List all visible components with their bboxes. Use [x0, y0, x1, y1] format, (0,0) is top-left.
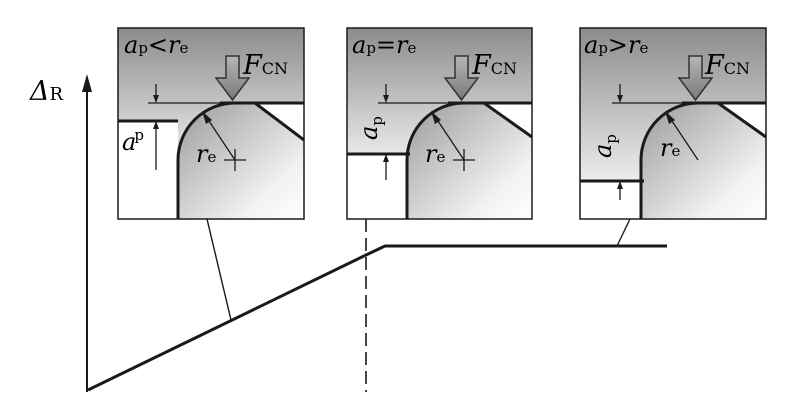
- panel-ap-greater-than-re: ap>re FCN ap re: [579, 27, 767, 220]
- condition-r: r: [396, 31, 409, 59]
- depth-arrowhead-top: [153, 95, 159, 103]
- depth-arrowhead-bottom: [383, 154, 389, 162]
- radius-arrow: [208, 120, 236, 161]
- condition-a: a: [124, 31, 138, 59]
- condition-a-sub: p: [366, 39, 376, 57]
- force-arrow: [677, 55, 714, 102]
- condition-r-sub: e: [408, 39, 417, 57]
- force-arrow: [443, 55, 480, 102]
- condition-label: ap>re: [584, 31, 649, 59]
- force-symbol: F: [242, 50, 263, 81]
- depth-label: ap: [589, 134, 620, 158]
- condition-a: a: [584, 31, 598, 59]
- depth-label: ap: [355, 116, 386, 140]
- y-axis-symbol: Δ: [29, 76, 50, 107]
- depth-arrowhead-bottom: [153, 121, 159, 129]
- condition-a-sub: p: [138, 39, 148, 57]
- force-sub: CN: [262, 59, 288, 78]
- workpiece-region: [347, 28, 532, 160]
- depth-sub: p: [368, 116, 386, 126]
- condition-a-sub: p: [598, 39, 608, 57]
- radius-sub: e: [671, 142, 680, 160]
- radius-sub: e: [436, 148, 445, 166]
- condition-relation: <: [148, 31, 168, 59]
- panel-frame: [117, 27, 305, 220]
- condition-r-sub: e: [640, 39, 649, 57]
- force-sub: CN: [491, 59, 517, 78]
- y-axis-arrowhead: [82, 74, 92, 92]
- radius-sub: e: [207, 148, 216, 166]
- y-axis-subscript: R: [50, 84, 64, 105]
- condition-relation: =: [376, 31, 396, 59]
- panel-frame: [346, 27, 533, 220]
- tool-region: [641, 103, 766, 219]
- condition-label: ap=re: [352, 31, 417, 59]
- panel-ap-equal-re: ap=re FCN ap re: [346, 27, 533, 220]
- force-label: FCN: [704, 50, 750, 81]
- condition-r: r: [168, 31, 181, 59]
- radius-arrow: [671, 120, 699, 161]
- depth-symbol: a: [355, 126, 383, 140]
- depth-sub: p: [602, 134, 620, 144]
- depth-arrowhead-top: [617, 95, 623, 103]
- condition-relation: >: [608, 31, 628, 59]
- force-label: FCN: [471, 50, 517, 81]
- leader-line-greater: [616, 218, 631, 247]
- depth-sub: p: [134, 126, 144, 144]
- depth-symbol: a: [122, 128, 136, 156]
- condition-a: a: [352, 31, 366, 59]
- radius-symbol: r: [196, 140, 209, 168]
- leader-line-less: [206, 218, 232, 321]
- radius-label: re: [660, 134, 680, 162]
- panel-frame: [579, 27, 767, 220]
- radius-arrowhead: [202, 111, 212, 124]
- force-symbol: F: [704, 50, 725, 81]
- radius-label: re: [196, 140, 216, 168]
- depth-label: ap: [122, 126, 144, 156]
- force-label: FCN: [242, 50, 288, 81]
- radius-symbol: r: [425, 140, 438, 168]
- condition-r: r: [628, 31, 641, 59]
- force-arrow: [214, 55, 251, 102]
- radius-arrow: [437, 120, 465, 161]
- depth-arrowhead-top: [383, 95, 389, 103]
- tool-region: [178, 103, 304, 219]
- deviation-curve: [87, 244, 667, 392]
- main-graph: ΔR: [29, 74, 667, 392]
- force-sub: CN: [724, 59, 750, 78]
- radius-label: re: [425, 140, 445, 168]
- radius-arrowhead: [665, 111, 675, 124]
- depth-symbol: a: [589, 144, 617, 158]
- condition-r-sub: e: [180, 39, 189, 57]
- force-symbol: F: [471, 50, 492, 81]
- condition-label: ap<re: [124, 31, 189, 59]
- depth-arrowhead-bottom: [617, 181, 623, 189]
- y-axis-label: ΔR: [29, 76, 64, 107]
- radius-symbol: r: [660, 134, 673, 162]
- workpiece-region: [580, 28, 766, 181]
- panel-ap-less-than-re: ap<re FCN ap re: [117, 27, 305, 220]
- radius-arrowhead: [431, 111, 441, 124]
- tool-region: [407, 103, 532, 219]
- workpiece-region: [118, 28, 304, 160]
